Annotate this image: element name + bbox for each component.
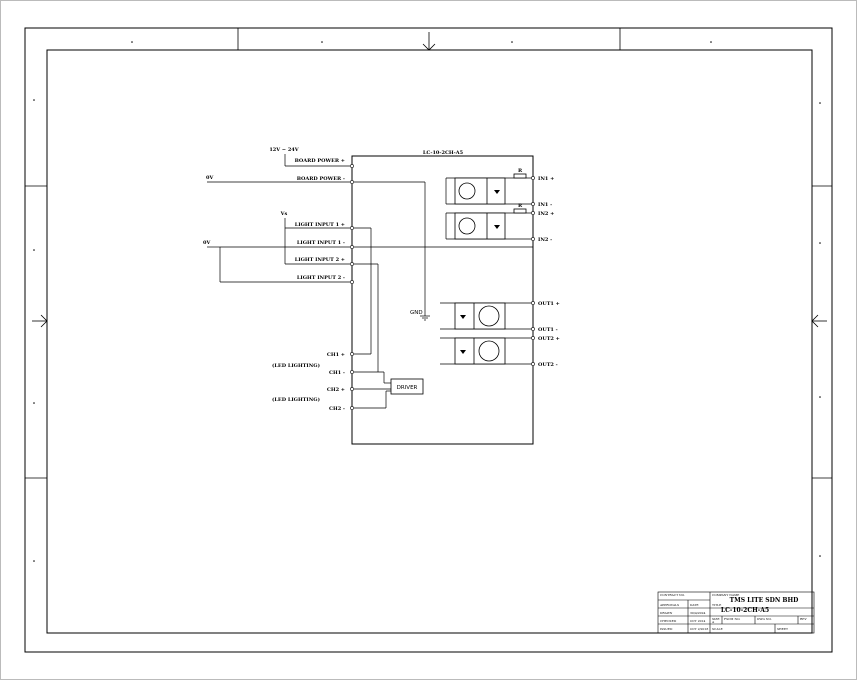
tb-approvals: APPROVALS [659, 603, 679, 607]
pin-light-in1-minus: LIGHT INPUT 1 - [297, 240, 345, 246]
tb-checked-date: OCT 2014 [690, 619, 705, 623]
frame-inner [46, 49, 813, 634]
opto-in2 [454, 208, 527, 240]
tb-sheet: SHEET [777, 627, 788, 631]
frame-outer [24, 27, 833, 653]
opto-in1 [454, 173, 527, 205]
tb-rev: REV [800, 617, 807, 621]
tb-issued-date: OCT 2/2018 [690, 627, 708, 631]
resistor-label-1: R [518, 168, 523, 174]
pin-ch1-plus: CH1 + [327, 352, 345, 358]
tb-checked: CHECKED [660, 619, 677, 623]
pin-light-in1-plus: LIGHT INPUT 1 + [295, 222, 345, 228]
pin-light-in2-plus: LIGHT INPUT 2 + [295, 257, 345, 263]
pin-terminals [350, 164, 535, 410]
pin-board-power-minus: BOARD POWER - [297, 176, 345, 182]
pin-out1-minus: OUT1 - [538, 327, 558, 333]
pin-out1-plus: OUT1 + [538, 301, 560, 307]
led-lighting-note-2: (LED LIGHTING) [272, 396, 320, 403]
centering-arrows [32, 32, 827, 328]
tb-dwg: DWG NO. [757, 617, 772, 621]
module-box [351, 155, 534, 445]
tb-size-val: A [711, 620, 715, 624]
pin-light-in2-minus: LIGHT INPUT 2 - [297, 275, 345, 281]
resistor-label-2: R [518, 203, 523, 209]
pin-board-power-plus: BOARD POWER + [295, 158, 345, 164]
zone-markers [33, 41, 821, 562]
vs-label: Vs [280, 211, 288, 217]
pin-ch2-plus: CH2 + [327, 387, 345, 393]
tb-date: DATE [690, 603, 699, 607]
pin-in1-plus: IN1 + [538, 176, 554, 182]
driver-block [390, 378, 424, 395]
supply-label: 12V ~ 24V [269, 147, 298, 153]
pin-ch2-minus: CH2 - [329, 406, 345, 412]
tb-company: TMS LITE SDN BHD [730, 597, 799, 604]
tb-drawn-date: 30/4/2024 [690, 611, 705, 615]
tb-issued: ISSUED [660, 627, 673, 631]
zero-volt-top: 0V [206, 175, 213, 181]
pin-in2-minus: IN2 - [538, 237, 552, 243]
driver-label: DRIVER [397, 385, 418, 391]
zero-volt-mid: 0V [203, 240, 210, 246]
led-lighting-note-1: (LED LIGHTING) [272, 362, 320, 369]
tb-title: LC-10-2CH-A5 [721, 607, 769, 614]
title-block-grid [657, 591, 815, 634]
tb-company-name-label: COMPANY NAME [712, 593, 739, 597]
pin-out2-minus: OUT2 - [538, 362, 558, 368]
tb-contract-no: CONTRACT NO. [660, 593, 685, 597]
gnd-label: GND [410, 310, 423, 316]
tb-scale: SCALE [712, 627, 723, 631]
tb-size: SIZE [712, 617, 720, 621]
tb-title-label: TITLE [712, 603, 721, 607]
tb-drawn: DRAWN [660, 611, 673, 615]
pin-out2-plus: OUT2 + [538, 336, 560, 342]
tb-fscm: FSCM NO. [724, 617, 740, 621]
zone-dividers [25, 28, 832, 479]
pin-in2-plus: IN2 + [538, 211, 554, 217]
pin-in1-minus: IN1 - [538, 202, 552, 208]
led-glyphs [460, 190, 500, 354]
module-title: LC-10-2CH-A5 [423, 150, 464, 156]
pin-ch1-minus: CH1 - [329, 370, 345, 376]
